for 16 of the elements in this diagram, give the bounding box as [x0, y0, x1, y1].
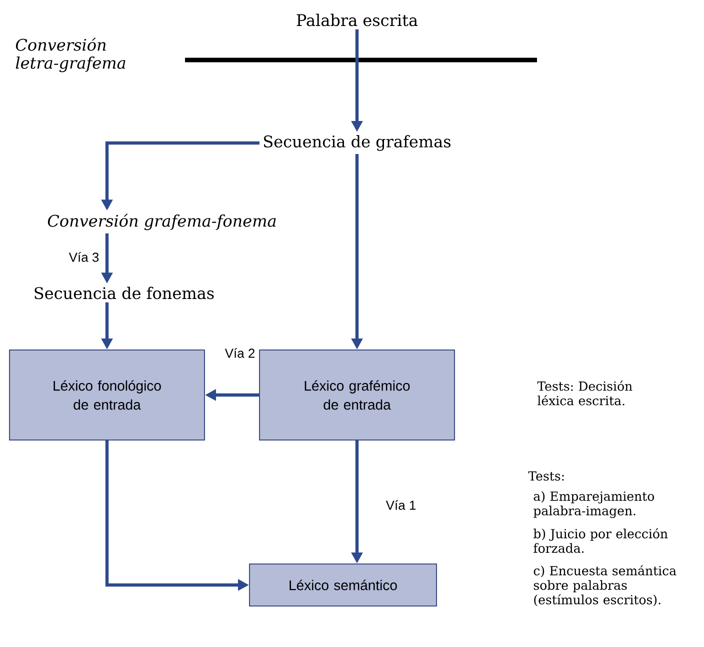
step-text: Secuencia de grafemas: [264, 135, 451, 151]
step-text: Conversión grafema-fonema: [48, 214, 276, 230]
note-text: Tests:: [528, 471, 564, 481]
note-text: Conversión letra-grafema: [16, 38, 126, 72]
edge-label: Vía 2: [224, 348, 255, 358]
edge-label: Vía 3: [68, 252, 99, 262]
note-text: Tests: Decisión léxica escrita.: [537, 380, 632, 406]
edge-label: Vía 1: [386, 500, 416, 510]
process-box: Léxico grafémico de entrada: [259, 350, 455, 440]
process-box: Léxico semántico: [249, 564, 437, 606]
note-text: b) Juicio por elección forzada.: [534, 528, 668, 553]
note-text: a) Emparejamiento palabra-imagen.: [534, 491, 654, 518]
note-text: c) Encuesta semántica sobre palabras (estímulos escritos).: [534, 565, 676, 606]
step-text: Secuencia de fonemas: [34, 286, 214, 300]
process-box: Léxico fonológico de entrada: [9, 350, 205, 440]
step-text: Palabra escrita: [296, 14, 418, 26]
